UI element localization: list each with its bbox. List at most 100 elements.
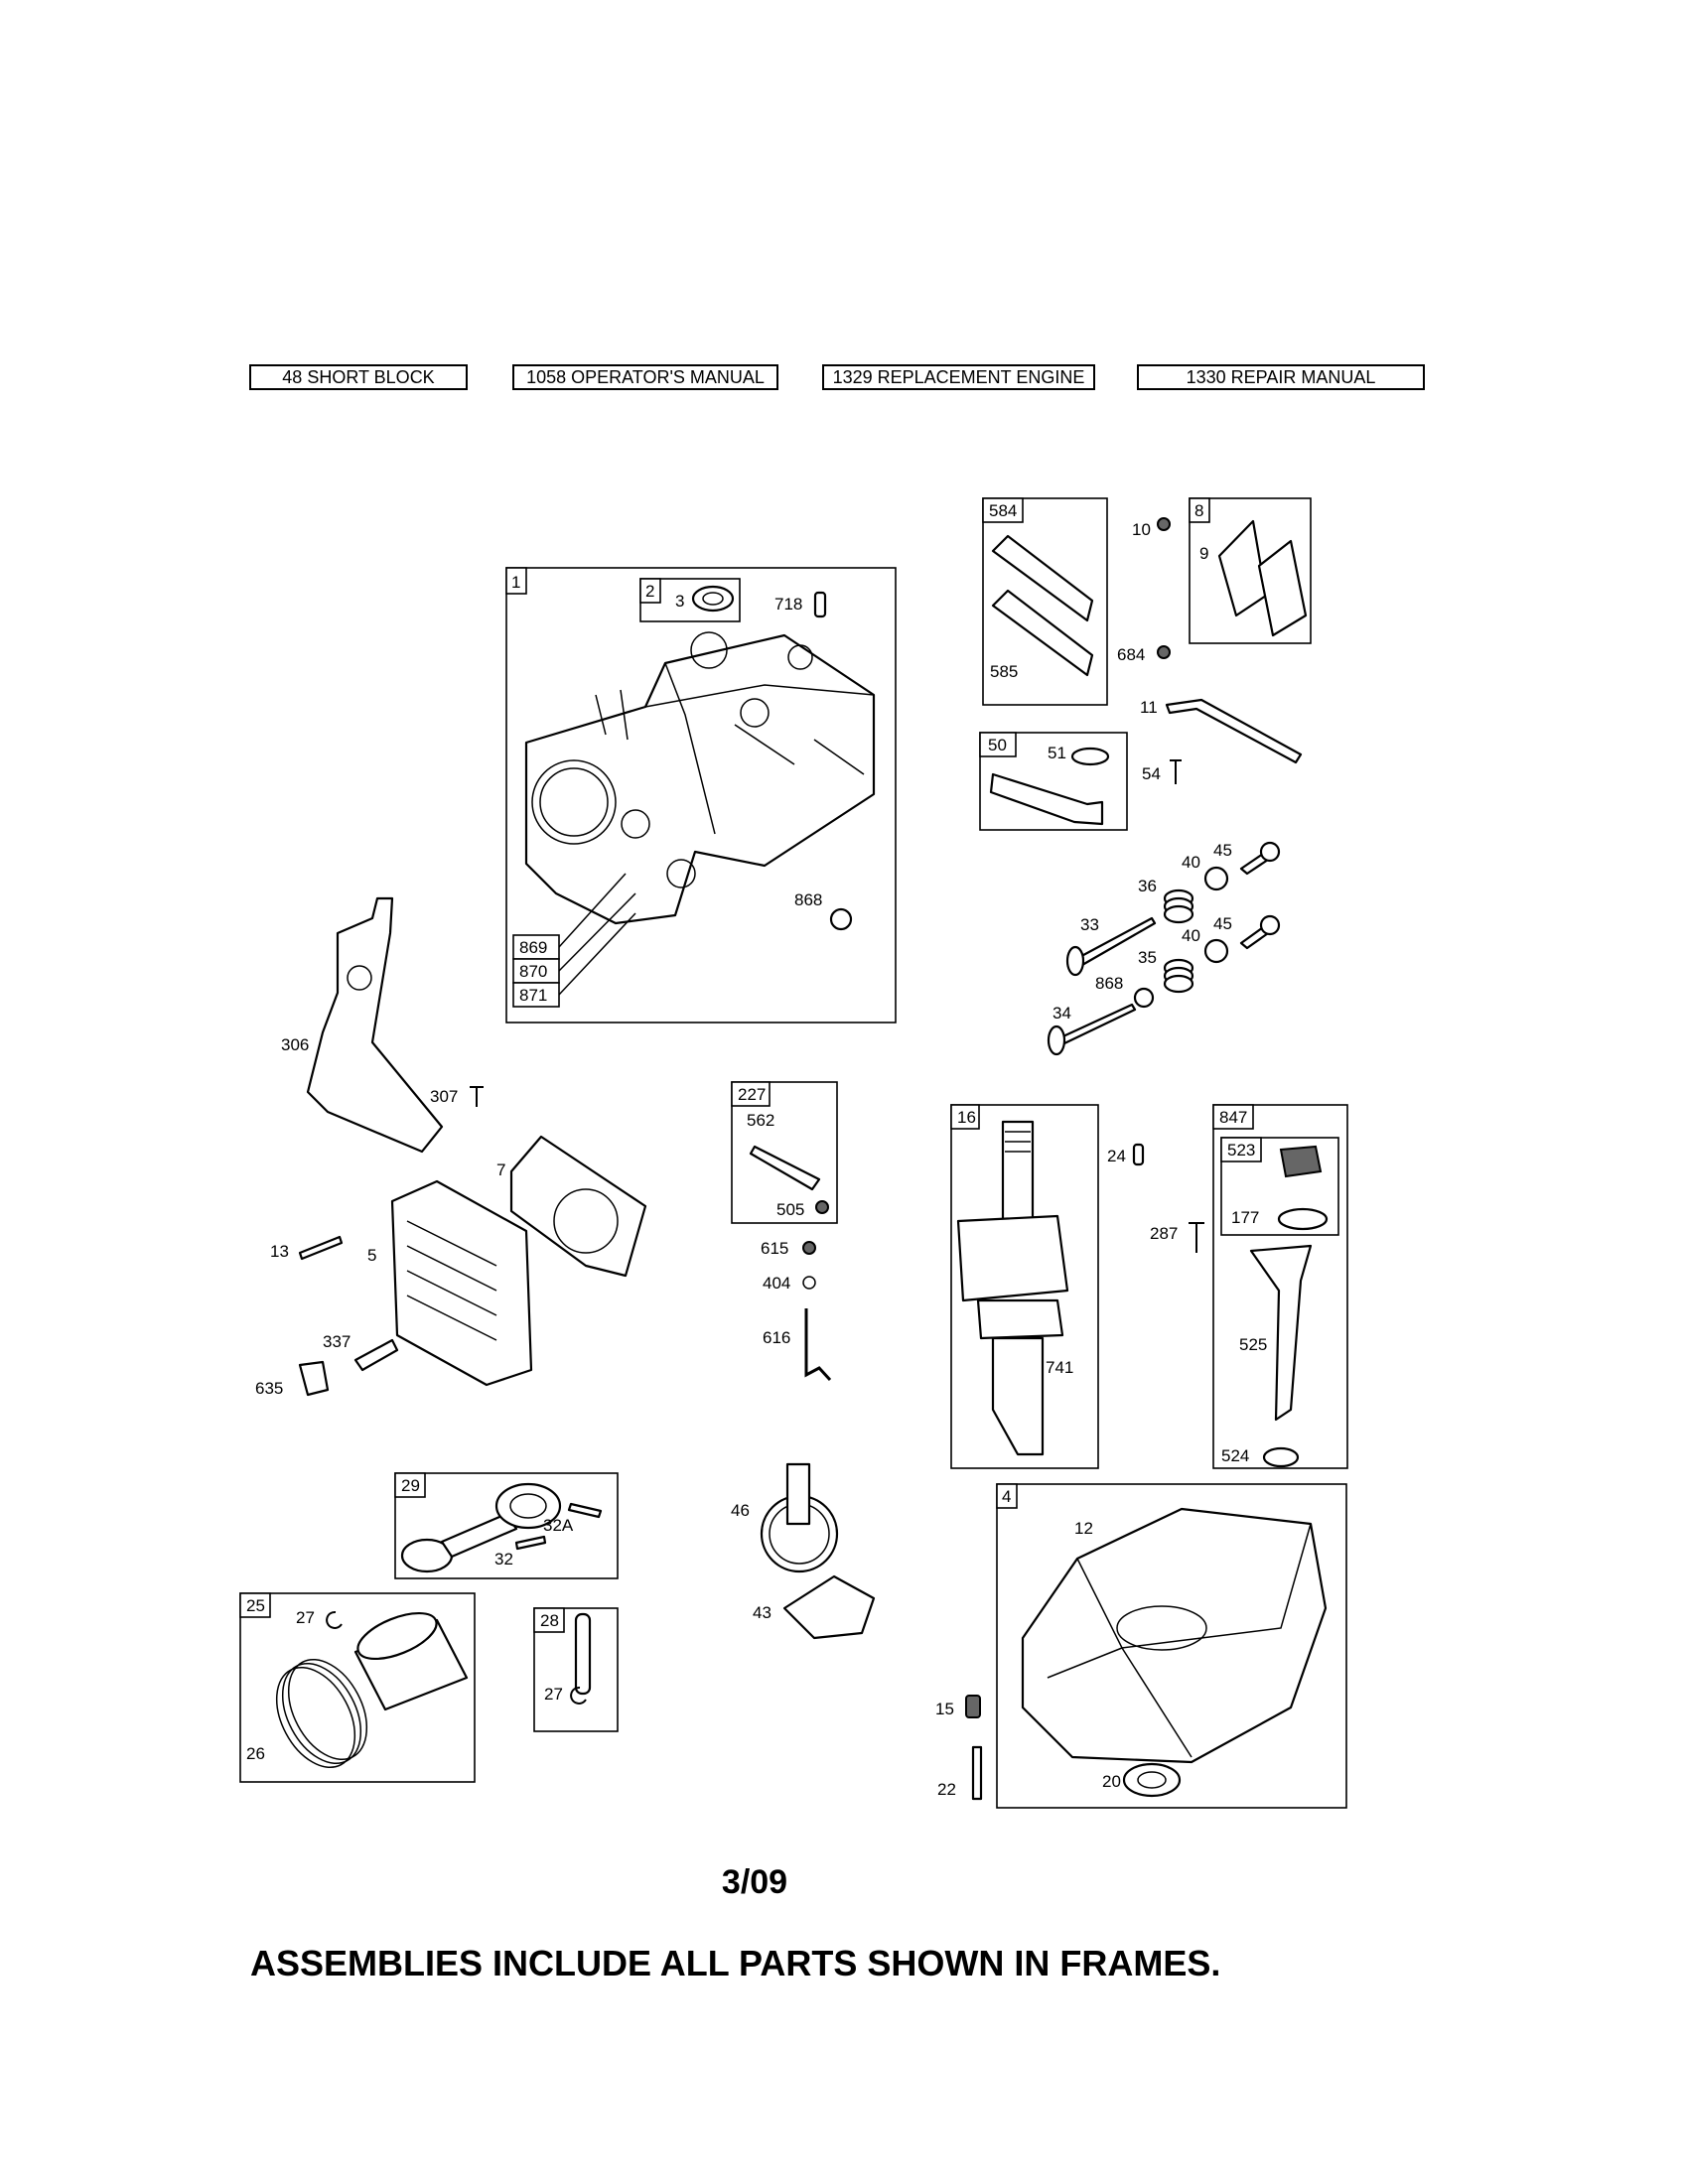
- nut-part-615: [802, 1241, 816, 1255]
- callout-33: 33: [1080, 915, 1099, 934]
- short-block-reference: 48 SHORT BLOCK: [249, 364, 468, 390]
- retainer-clip-part: [326, 1610, 343, 1629]
- callout-22: 22: [937, 1780, 956, 1799]
- spark-plug-part: [353, 1338, 399, 1372]
- air-guide-part: [306, 896, 444, 1154]
- frame-label-523: 523: [1227, 1141, 1255, 1160]
- intake-pipe-part: [989, 772, 1104, 826]
- callout-525: 525: [1239, 1335, 1267, 1354]
- frame-breather: [1189, 497, 1312, 644]
- frame-label-871: 871: [519, 986, 547, 1005]
- frame-label-2: 2: [645, 582, 654, 601]
- o-ring-part: [1277, 1207, 1329, 1231]
- frame-label-870: 870: [519, 962, 547, 981]
- key-part: [1132, 1143, 1145, 1166]
- rod-bolt-part: [567, 1502, 603, 1519]
- connecting-rod-part: [400, 1482, 562, 1573]
- breather-tube-part: [1165, 698, 1303, 764]
- frame-crankcase-cover: [996, 1483, 1347, 1809]
- callout-32: 32: [494, 1550, 513, 1569]
- wrist-pin-part: [574, 1612, 592, 1696]
- callout-46: 46: [731, 1501, 750, 1520]
- seal-part-524: [1262, 1446, 1300, 1468]
- date-code: 3/09: [721, 1863, 788, 1901]
- head-gasket-part: [509, 1135, 647, 1278]
- intake-gasket-part: [991, 534, 1094, 622]
- repair-manual-reference: 1330 REPAIR MANUAL: [1137, 364, 1425, 390]
- frame-label-8: 8: [1194, 501, 1203, 520]
- piston-part: [353, 1611, 469, 1711]
- frame-connecting-rod: [394, 1472, 619, 1579]
- frame-gasket-set: [982, 497, 1108, 706]
- callout-287: 287: [1150, 1224, 1178, 1243]
- operators-manual-reference: 1058 OPERATOR'S MANUAL: [512, 364, 778, 390]
- cam-tappets-part: [782, 1574, 876, 1640]
- plug-part: [829, 907, 853, 931]
- callout-54: 54: [1142, 764, 1161, 783]
- callout-741: 741: [1046, 1358, 1073, 1377]
- callout-24: 24: [1107, 1147, 1126, 1165]
- callout-20: 20: [1102, 1772, 1121, 1791]
- callout-11: 11: [1140, 698, 1158, 717]
- callout-684: 684: [1117, 645, 1145, 664]
- dipstick-cap-part: [1279, 1145, 1323, 1178]
- callout-404: 404: [763, 1274, 790, 1293]
- spark-plug-boot-part: [298, 1360, 330, 1397]
- frame-label-847: 847: [1219, 1108, 1247, 1127]
- frame-intake-pipe: [979, 732, 1128, 831]
- callout-615: 615: [761, 1239, 788, 1258]
- screw-part: [1157, 645, 1171, 659]
- frame-label-584: 584: [989, 501, 1017, 520]
- callout-40: 40: [1182, 853, 1200, 872]
- callout-868: 868: [794, 890, 822, 909]
- callout-10: 10: [1132, 520, 1151, 539]
- callout-3: 3: [675, 592, 684, 611]
- callout-177: 177: [1231, 1208, 1259, 1227]
- callout-524: 524: [1221, 1446, 1249, 1465]
- callout-13: 13: [270, 1242, 289, 1261]
- callout-51: 51: [1048, 744, 1066, 762]
- callout-27: 27: [296, 1608, 315, 1627]
- footer-note: ASSEMBLIES INCLUDE ALL PARTS SHOWN IN FR…: [250, 1943, 1221, 1983]
- callout-5: 5: [367, 1246, 376, 1265]
- frame-piston: [239, 1592, 476, 1783]
- washer-part-404: [802, 1276, 816, 1290]
- callout-32a: 32A: [543, 1516, 574, 1535]
- frame-governor: [731, 1081, 838, 1224]
- frame-label-28: 28: [540, 1611, 559, 1630]
- frame-wrist-pin: [533, 1607, 619, 1732]
- callout-562: 562: [747, 1111, 774, 1130]
- bolt-part-54: [1170, 759, 1182, 784]
- callout-36: 36: [1138, 877, 1157, 895]
- callout-26: 26: [246, 1744, 265, 1763]
- piston-rings-part: [275, 1658, 368, 1769]
- governor-shaft-part: [804, 1308, 832, 1382]
- callout-868-second: 868: [1095, 974, 1123, 993]
- cylinder-head-part: [390, 1179, 533, 1387]
- cylinder-block-part: [524, 631, 876, 925]
- callout-505: 505: [776, 1200, 804, 1219]
- plug-part-15: [965, 1695, 981, 1718]
- replacement-engine-reference: 1329 REPLACEMENT ENGINE: [822, 364, 1095, 390]
- screw-part-307: [470, 1086, 484, 1107]
- frame-label-869: 869: [519, 938, 547, 957]
- dowel-pin-part: [813, 591, 827, 618]
- valve-spring-part: [1163, 888, 1194, 924]
- crankshaft-part: [956, 1120, 1069, 1456]
- oil-seal-part: [691, 585, 735, 613]
- frame-label-16: 16: [957, 1108, 976, 1127]
- callout-7: 7: [496, 1160, 505, 1179]
- callout-43: 43: [753, 1603, 772, 1622]
- breather-cover-part: [1257, 539, 1308, 637]
- callout-307: 307: [430, 1087, 458, 1106]
- frame-label-227: 227: [738, 1085, 766, 1104]
- callout-718: 718: [774, 595, 802, 614]
- crankcase-cover-part: [1021, 1507, 1328, 1764]
- screw-part-287: [1189, 1222, 1204, 1253]
- frame-label-1: 1: [511, 573, 520, 592]
- callout-12: 12: [1074, 1519, 1093, 1538]
- oil-seal-part-20: [1122, 1762, 1182, 1798]
- callout-337: 337: [323, 1332, 351, 1351]
- frame-dipstick-tube: [1212, 1104, 1348, 1469]
